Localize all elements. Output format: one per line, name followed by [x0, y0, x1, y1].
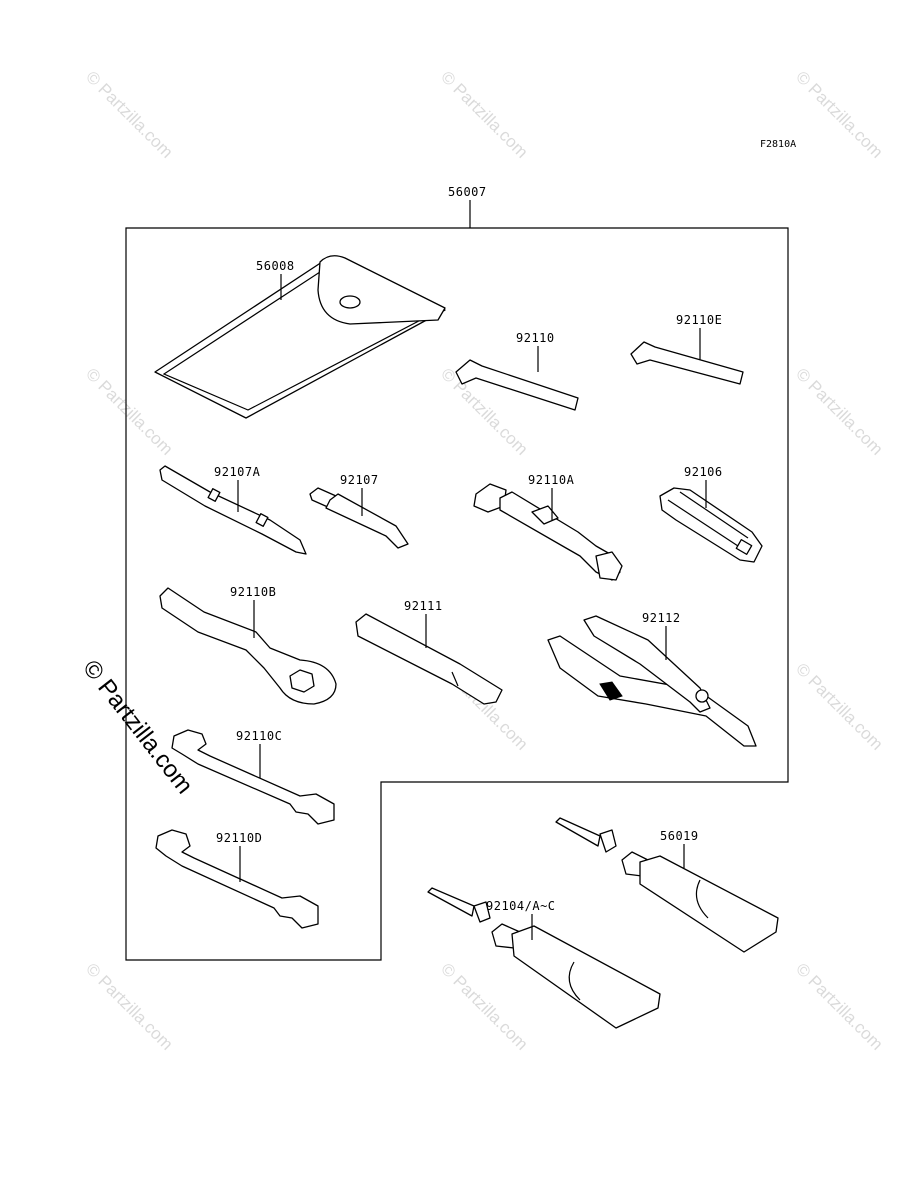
- ring-wrench-illustration: [159, 587, 337, 705]
- callout-screwdriver-b: 92107: [340, 473, 379, 487]
- watermark-9: © Partzilla.com: [82, 959, 176, 1053]
- open-wrench-c-illustration: [171, 729, 335, 825]
- watermark-main: © Partzilla.com: [77, 655, 198, 799]
- hex-wrench-a-illustration: [455, 359, 579, 411]
- callout-pouch: 56008: [256, 259, 295, 273]
- callout-kit: 56007: [448, 185, 487, 199]
- handle-illustration: [355, 613, 503, 705]
- callout-ring-wrench: 92110B: [230, 585, 276, 599]
- screwdriver-b-illustration: [309, 487, 409, 549]
- pouch-illustration: [154, 255, 446, 419]
- kit-outline: [125, 227, 789, 961]
- callout-pliers: 92112: [642, 611, 681, 625]
- watermark-11: © Partzilla.com: [792, 959, 886, 1053]
- watermark-4: © Partzilla.com: [82, 364, 176, 458]
- watermark-10: © Partzilla.com: [437, 959, 531, 1053]
- screwdriver-a-illustration: [159, 465, 307, 555]
- callout-grease-large: 92104/A~C: [486, 899, 556, 913]
- callout-hex-adapter: 92106: [684, 465, 723, 479]
- watermark-6: © Partzilla.com: [792, 364, 886, 458]
- hex-wrench-b-illustration: [630, 341, 744, 385]
- watermark-8: © Partzilla.com: [792, 659, 886, 753]
- open-wrench-d-illustration: [155, 829, 319, 929]
- pliers-illustration: [547, 615, 757, 747]
- grease-small-illustration: [555, 817, 779, 953]
- callout-grease-small: 56019: [660, 829, 699, 843]
- watermark-1: © Partzilla.com: [82, 67, 176, 161]
- hex-adapter-illustration: [659, 487, 763, 563]
- callout-plug-wrench: 92110A: [528, 473, 575, 487]
- callout-handle: 92111: [404, 599, 443, 613]
- callout-hex-wrench-b: 92110E: [676, 313, 722, 327]
- watermark-3: © Partzilla.com: [792, 67, 886, 161]
- callout-open-wrench-c: 92110C: [236, 729, 282, 743]
- callout-hex-wrench-a: 92110: [516, 331, 555, 345]
- figure-code: F2810A: [760, 139, 796, 150]
- plug-wrench-illustration: [473, 483, 623, 581]
- callout-open-wrench-d: 92110D: [216, 831, 262, 845]
- grease-large-illustration: [427, 887, 661, 1029]
- callout-screwdriver-a: 92107A: [214, 465, 261, 479]
- watermark-2: © Partzilla.com: [437, 67, 531, 161]
